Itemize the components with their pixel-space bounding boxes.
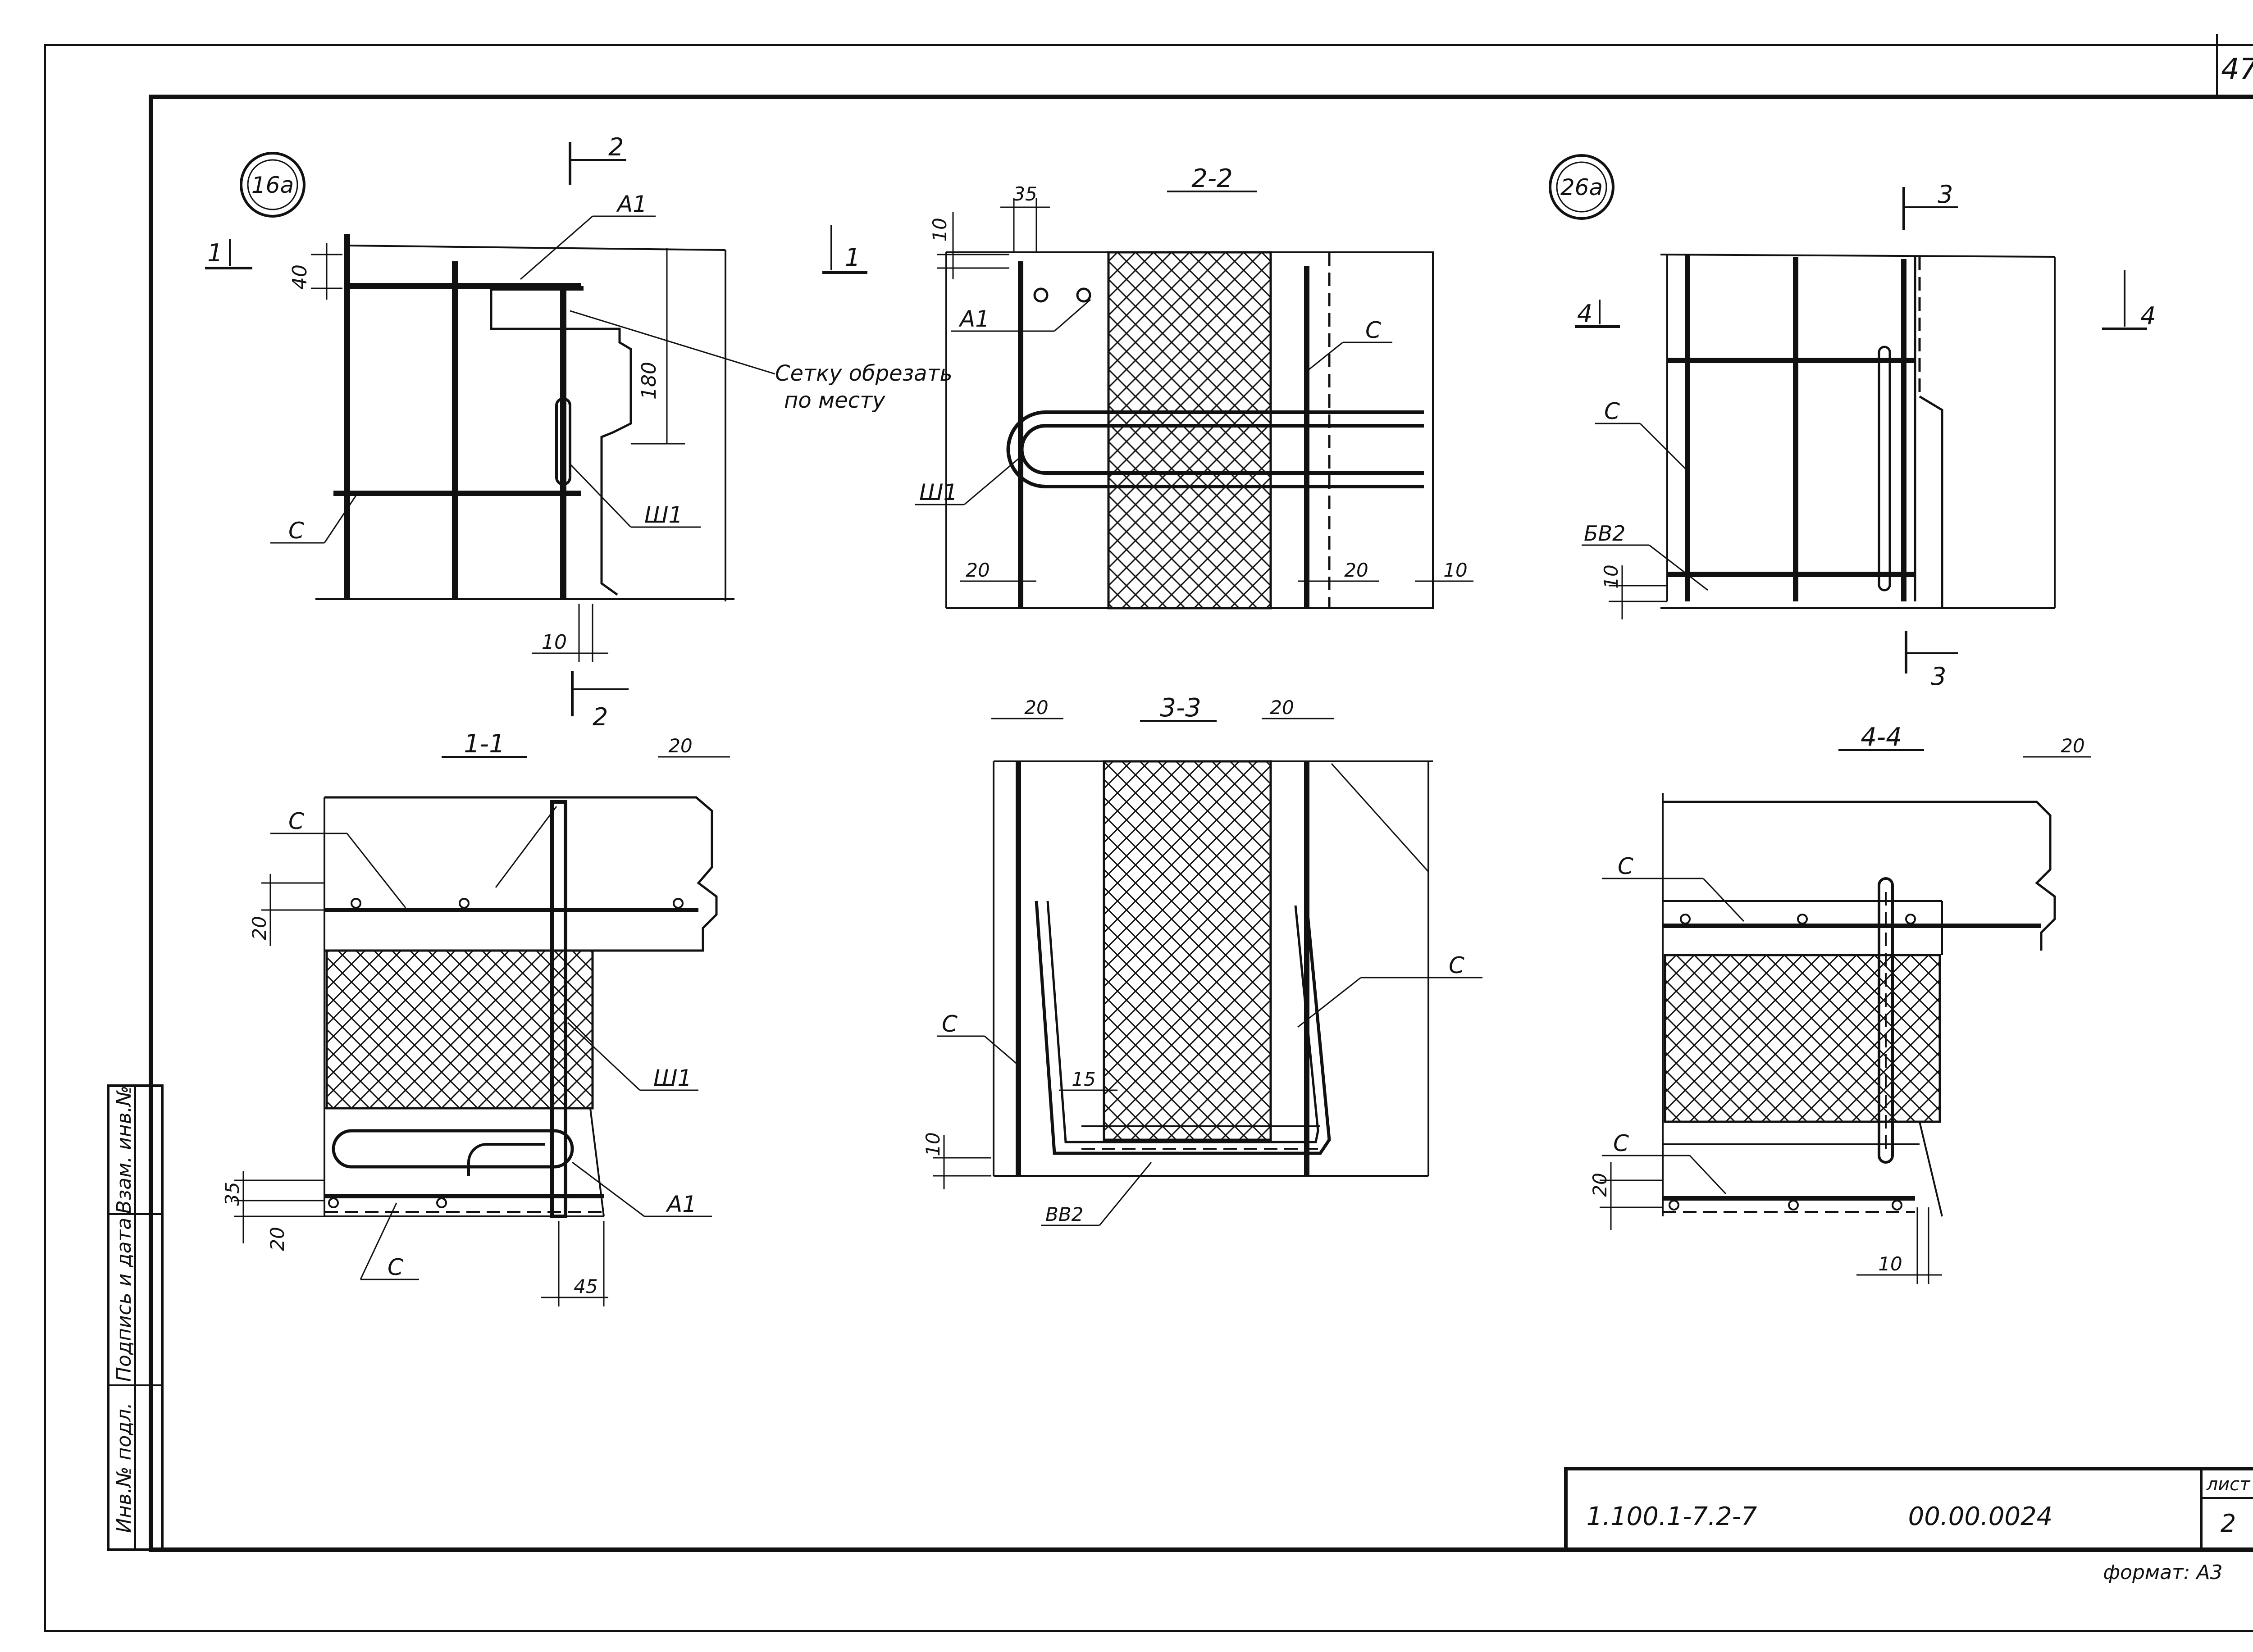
title-block: 1.100.1-7.2-7 00.00.0024 лист 2 [1564, 1467, 2253, 1552]
dim-15: 15 [1072, 1068, 1095, 1090]
view-3-3-title: 3-3 [1160, 693, 1201, 723]
section-1-label-left: 1 [207, 239, 223, 267]
insulation-3-3 [1103, 760, 1272, 1141]
section-2-label-top: 2 [608, 133, 624, 161]
view-26a: 26а 3 3 4 4 [1549, 154, 2156, 691]
section-mark-1-right: 1 [822, 225, 867, 274]
bar-bv2 [1878, 346, 1891, 592]
dim-10: 10 [542, 631, 567, 654]
dim-20-left: 20 [1589, 1173, 1611, 1197]
note-cut-mesh-1: Сетку обрезать [775, 361, 953, 386]
dim-35: 35 [221, 1182, 243, 1206]
sheet-label: лист [2206, 1474, 2251, 1495]
dim-20-left: 20 [1024, 696, 1048, 719]
dim-20-top: 20 [668, 735, 692, 757]
section-3-label-bottom: 3 [1931, 662, 1946, 691]
callout-c-bottom: С [388, 1254, 403, 1280]
callout-c: С [288, 518, 304, 544]
stamp-cell-inventory: Инв.№ подл. [113, 1402, 136, 1533]
section-mark-2-top: 2 [569, 133, 626, 185]
insulation-1-1 [325, 949, 594, 1110]
section-mark-2-bottom: 2 [571, 671, 629, 731]
bar-vertical-4-4 [1878, 877, 1894, 1164]
section-mark-1-left: 1 [205, 239, 252, 269]
dim-20-bottom: 20 [266, 1227, 288, 1251]
callout-c-top: С [1618, 853, 1633, 879]
document-number: 00.00.0024 [1908, 1502, 2053, 1531]
insulation-4-4 [1664, 954, 1941, 1123]
callout-sh1: Ш1 [653, 1065, 692, 1091]
dim-10: 10 [922, 1132, 944, 1156]
node-label-16a: 16а [251, 172, 294, 198]
stamp-cell-signature: Подпись и дата [113, 1218, 136, 1382]
view-4-4-title: 4-4 [1861, 723, 1902, 752]
callout-bv2: ВВ2 [1045, 1203, 1083, 1225]
view-1-1: 1-1 20 20 35 20 45 С [221, 729, 730, 1306]
dim-20-right: 20 [1344, 559, 1368, 581]
callout-c-bottom: С [1613, 1130, 1629, 1156]
drawing-frame [149, 95, 2253, 1552]
side-stamp: Инв.№ подл. Подпись и дата Взам. инв.№ [107, 1084, 164, 1551]
section-2-label-bottom: 2 [593, 703, 608, 731]
callout-a1: А1 [666, 1191, 697, 1217]
u-bar-sh1 [1006, 410, 1424, 488]
node-label-26a: 26а [1560, 174, 1603, 200]
section-mark-4-left: 4 [1575, 300, 1620, 328]
bar-sh1 [555, 397, 571, 486]
callout-bv2: БВ2 [1584, 521, 1625, 546]
dim-180: 180 [638, 362, 661, 400]
dim-10: 10 [1878, 1253, 1902, 1275]
view-2-2: 2-2 35 10 20 20 10 А1 С [915, 164, 1473, 610]
view-16a: 16а 2 2 1 1 [205, 133, 953, 731]
callout-c-right: С [1449, 952, 1464, 978]
dim-20-right: 20 [1270, 696, 1294, 719]
dim-10-top: 10 [929, 218, 951, 241]
outer-trim-border [44, 44, 2253, 1632]
callout-c: С [1365, 317, 1381, 343]
callout-sh1: Ш1 [919, 479, 958, 505]
dim-20-top: 20 [2061, 735, 2084, 757]
section-1-label-right: 1 [845, 243, 860, 272]
node-circle-26a [1549, 154, 1614, 220]
section-mark-3-bottom: 3 [1905, 631, 1958, 691]
document-code: 1.100.1-7.2-7 [1587, 1502, 1757, 1531]
note-cut-mesh-2: по месту [784, 388, 885, 413]
callout-a1: А1 [958, 306, 990, 332]
section-4-label-left: 4 [1577, 300, 1592, 328]
page-number: 47 [2221, 53, 2253, 86]
callout-c: С [1604, 398, 1620, 424]
callout-sh1: Ш1 [644, 502, 683, 528]
format-label: формат: А3 [2103, 1561, 2222, 1584]
section-4-label-right: 4 [2140, 302, 2156, 330]
section-mark-3-top: 3 [1902, 180, 1958, 230]
callout-c-top: С [288, 808, 304, 834]
dim-35: 35 [1013, 183, 1037, 205]
dim-20-left: 20 [966, 559, 990, 581]
callout-a1: А1 [616, 191, 647, 217]
dim-45: 45 [574, 1275, 597, 1297]
stamp-cell-replace: Взам. инв.№ [113, 1086, 136, 1214]
section-mark-4-right: 4 [2102, 270, 2156, 330]
section-3-label-top: 3 [1938, 180, 1953, 209]
dim-10: 10 [1600, 564, 1622, 588]
view-4-4: 4-4 20 20 10 С С [1589, 723, 2091, 1284]
dim-10-right: 10 [1443, 559, 1467, 581]
loop-a1 [332, 1129, 574, 1169]
dim-20-left: 20 [248, 916, 270, 940]
dim-40: 40 [288, 264, 311, 290]
callout-c-left: С [942, 1011, 958, 1037]
insulation-2-2 [1107, 251, 1272, 610]
u-bar-bv2 [1035, 901, 1331, 1155]
view-1-1-title: 1-1 [464, 729, 505, 759]
view-2-2-title: 2-2 [1191, 164, 1232, 193]
node-circle-16a [240, 152, 306, 218]
page-number-box: 47 [2216, 34, 2253, 97]
view-3-3: 3-3 20 20 15 10 С С ВВ2 [922, 693, 1482, 1226]
sheet-number: 2 [2221, 1509, 2236, 1538]
